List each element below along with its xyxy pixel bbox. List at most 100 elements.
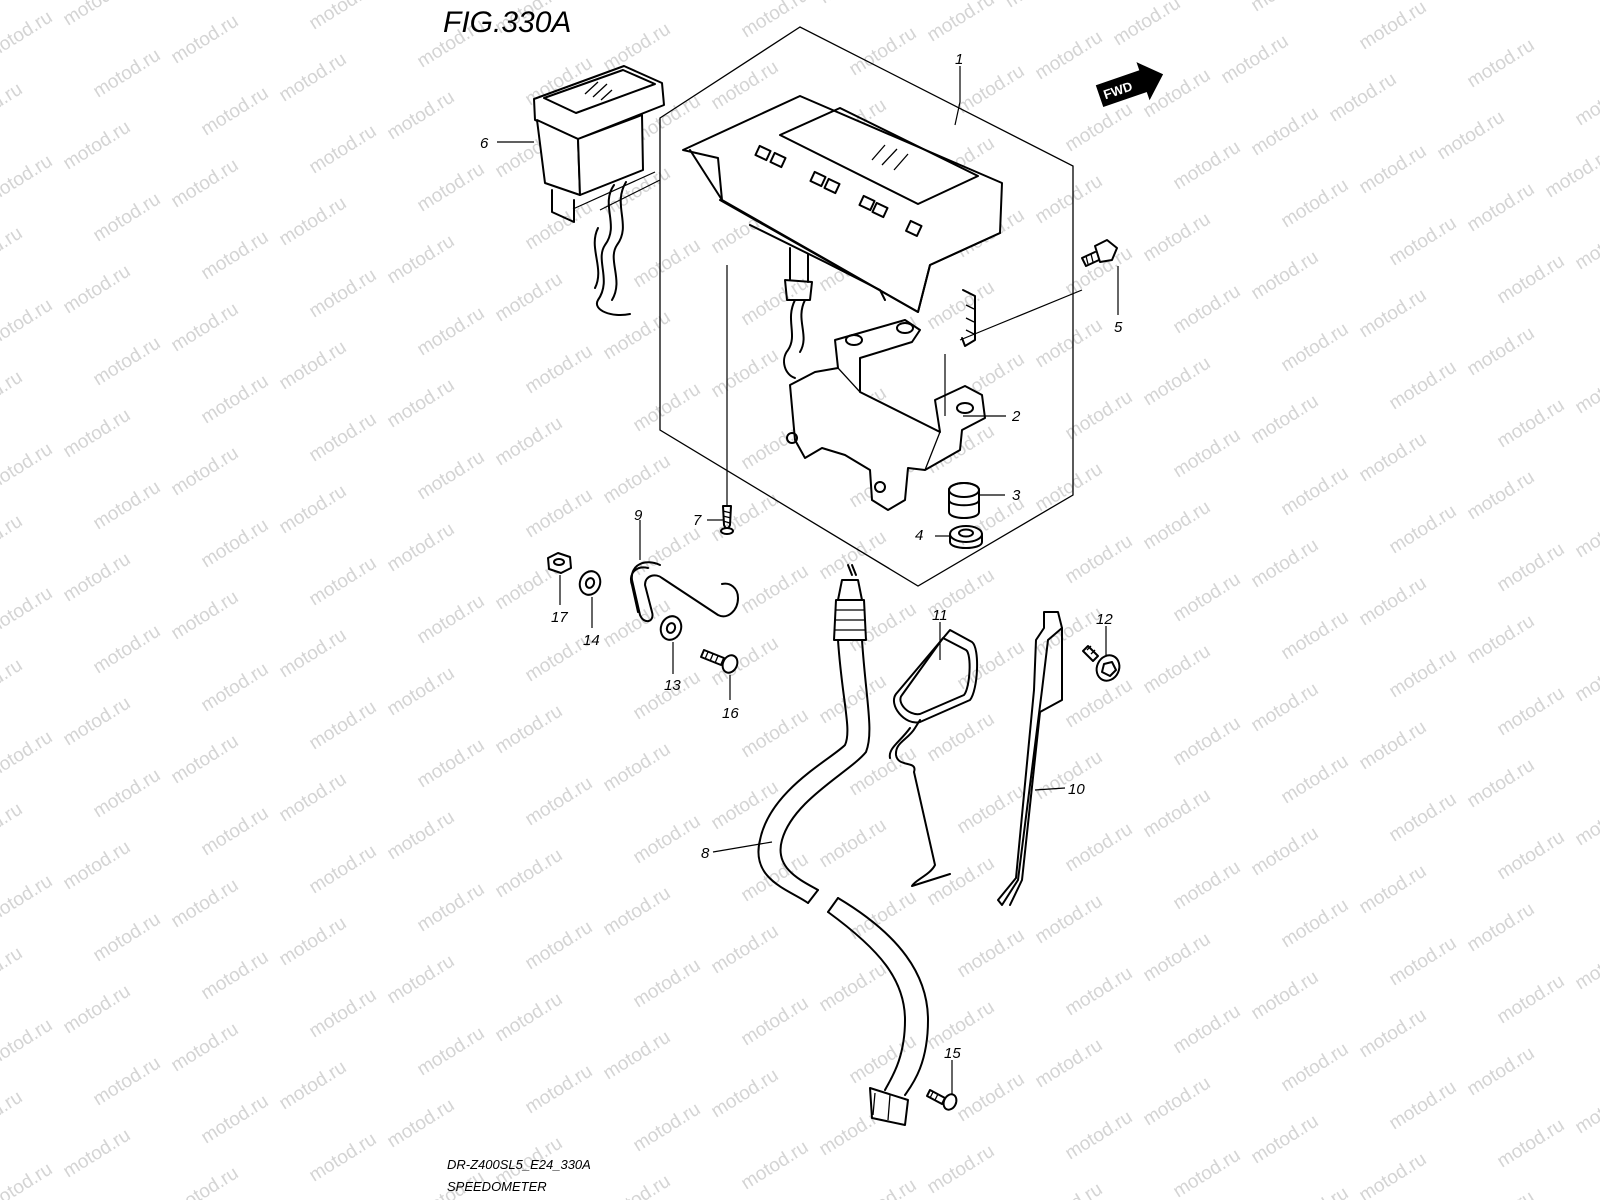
meter-buttons [754,144,923,237]
callout-7: 7 [693,512,702,529]
watermark-text: motod.ru [306,697,381,755]
watermark-text: motod.ru [1248,247,1323,305]
watermark-text: motod.ru [384,231,459,289]
watermark-text: motod.ru [1356,141,1431,199]
watermark-text: motod.ru [1356,1149,1431,1200]
watermark-text: motod.ru [1572,73,1600,131]
watermark-text: motod.ru [600,307,675,365]
watermark-text: motod.ru [384,807,459,865]
watermark-text: motod.ru [1278,751,1353,809]
watermark-text: motod.ru [198,803,273,861]
watermark-text: motod.ru [630,523,705,581]
watermark-text: motod.ru [1170,569,1245,627]
watermark-text: motod.ru [1170,1145,1245,1200]
washer-lower [659,615,683,641]
watermark-text: motod.ru [954,637,1029,695]
watermark-text: motod.ru [1032,891,1107,949]
watermark-text: motod.ru [816,527,891,585]
tapping-screw [720,505,734,535]
watermark-text: motod.ru [60,549,135,607]
watermark-text: motod.ru [1140,641,1215,699]
watermark-text: motod.ru [384,1095,459,1153]
watermark-text: motod.ru [276,769,351,827]
watermark-text: motod.ru [168,11,243,69]
fwd-arrow-icon: FWD [1095,62,1164,108]
watermark-text: motod.ru [1386,213,1461,271]
callout-11: 11 [932,607,948,624]
watermark-text: motod.ru [600,451,675,509]
watermark-text: motod.ru [1356,861,1431,919]
watermark-text: motod.ru [924,1141,999,1199]
watermark-text: motod.ru [1278,1183,1353,1200]
watermark-text: motod.ru [0,367,26,425]
flange-bolt [1082,645,1121,682]
watermark-text: motod.ru [1464,35,1539,93]
callout-6: 6 [480,135,489,152]
callout-16: 16 [722,705,739,722]
watermark-text: motod.ru [1110,0,1185,50]
section-name: SPEEDOMETER [447,1179,547,1194]
watermark-text: motod.ru [0,1159,56,1200]
watermark-text: motod.ru [1464,1187,1539,1200]
watermark-text: motod.ru [414,447,489,505]
watermark-text: motod.ru [198,659,273,717]
watermark-text: motod.ru [846,1031,921,1089]
watermark-text: motod.ru [414,1023,489,1081]
watermark-text: motod.ru [414,591,489,649]
callout-1: 1 [955,51,963,68]
watermark-text: motod.ru [198,515,273,573]
watermark-text: motod.ru [60,837,135,895]
watermark-text: motod.ru [60,117,135,175]
watermark-text: motod.ru [60,261,135,319]
watermark-text: motod.ru [708,921,783,979]
watermark-text: motod.ru [1386,357,1461,415]
watermark-text: motod.ru [1248,391,1323,449]
watermark-text: motod.ru [1032,459,1107,517]
watermark-text: motod.ru [1278,175,1353,233]
speedometer-meter-body [682,95,1003,379]
watermark-text: motod.ru [708,1065,783,1123]
watermark-text: motod.ru [600,1027,675,1085]
watermark-text: motod.ru [1032,315,1107,373]
watermark-text: motod.ru [198,371,273,429]
watermark-text: motod.ru [522,341,597,399]
watermark-text: motod.ru [1572,505,1600,563]
watermark-text: motod.ru [738,705,813,763]
watermark-text: motod.ru [1170,281,1245,339]
watermark-text: motod.ru [1572,217,1600,275]
watermark-text: motod.ru [600,883,675,941]
watermark-text: motod.ru [198,227,273,285]
watermark-text: motod.ru [1386,501,1461,559]
watermark-text: motod.ru [1032,27,1107,85]
watermark-text: motod.ru [90,1053,165,1111]
watermark-text: motod.ru [630,1099,705,1157]
watermark-text: motod.ru [1572,937,1600,995]
watermark-text: motod.ru [1464,179,1539,237]
watermark-text: motod.ru [1572,649,1600,707]
watermark-text: motod.ru [1248,535,1323,593]
watermark-text: motod.ru [0,943,26,1001]
watermark-text: motod.ru [1062,675,1137,733]
watermark-text: motod.ru [198,947,273,1005]
watermark-text: motod.ru [1248,0,1323,16]
watermark-text: motod.ru [1494,539,1569,597]
watermark-text: motod.ru [60,693,135,751]
watermark-text: motod.ru [306,1129,381,1187]
watermark-text: motod.ru [522,485,597,543]
watermark-text: motod.ru [954,925,1029,983]
watermark-text: motod.ru [1248,679,1323,737]
watermark-text: motod.ru [1062,1107,1137,1165]
watermark-text: motod.ru [1386,645,1461,703]
watermark-text: motod.ru [1248,103,1323,161]
watermark-text: motod.ru [414,879,489,937]
watermark-text: motod.ru [522,773,597,831]
watermark-text: motod.ru [0,727,56,785]
watermark-text: motod.ru [1140,353,1215,411]
watermark-text: motod.ru [168,299,243,357]
watermark-text: motod.ru [708,633,783,691]
watermark-text: motod.ru [60,405,135,463]
watermark-text: motod.ru [168,731,243,789]
callout-12: 12 [1096,611,1113,628]
watermark-text: motod.ru [1278,463,1353,521]
watermark-text: motod.ru [1326,69,1401,127]
